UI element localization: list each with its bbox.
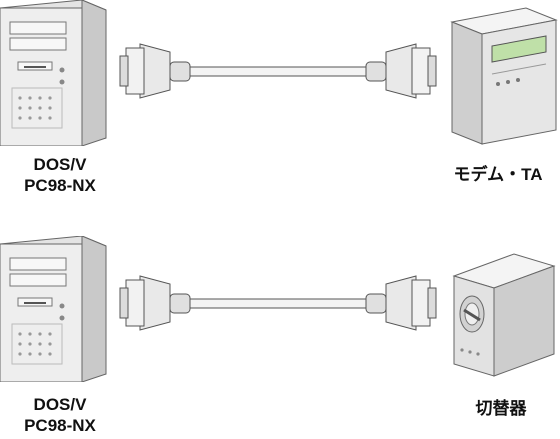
left-device-label-line2: PC98-NX	[24, 176, 96, 195]
left-device-label-line1: DOS/V	[33, 395, 87, 414]
left-device-label-line1: DOS/V	[33, 155, 87, 174]
switcher-icon	[448, 240, 558, 380]
left-device-label-line2: PC98-NX	[24, 416, 96, 435]
modem-ta-icon	[448, 4, 558, 148]
tower-pc-icon	[0, 236, 108, 382]
serial-cable-icon	[118, 270, 438, 336]
switcher-label: 切替器	[475, 399, 527, 418]
serial-cable-icon	[118, 38, 438, 104]
left-device-label: DOS/V PC98-NX	[0, 394, 120, 436]
tower-pc-icon	[0, 0, 108, 146]
modem-ta-label: モデム・TA	[453, 165, 543, 184]
left-device-label: DOS/V PC98-NX	[0, 154, 120, 196]
